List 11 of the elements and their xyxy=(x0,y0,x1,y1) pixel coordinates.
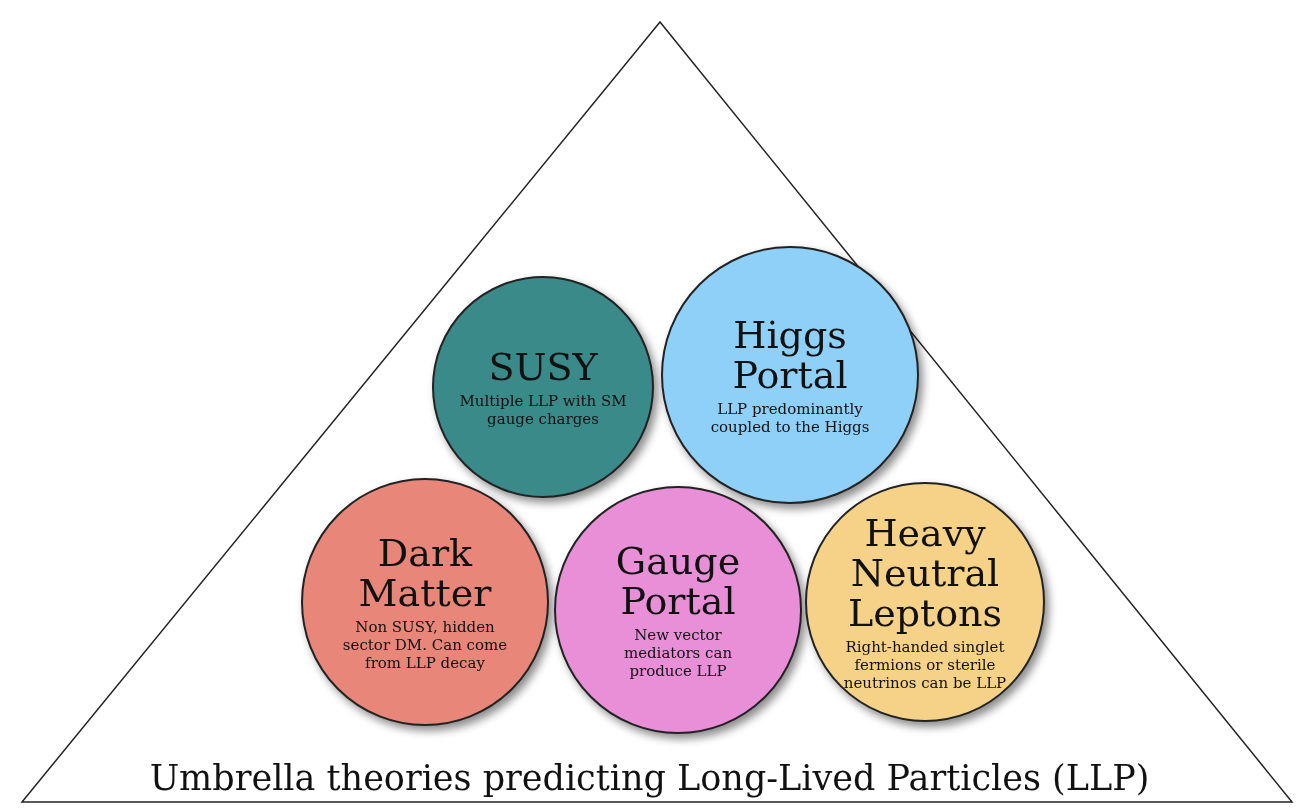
circle-description: New vector mediators can produce LLP xyxy=(622,625,734,680)
circle-title: Higgs Portal xyxy=(731,314,849,395)
circle-title: Gauge Portal xyxy=(614,540,742,621)
circle-description: Right-handed singlet fermions or sterile neutrinos can be LLP xyxy=(842,637,1008,692)
circle-title: Heavy Neutral Leptons xyxy=(846,512,1004,633)
circle-title: SUSY xyxy=(488,346,598,387)
caption-text: Umbrella theories predicting Long-Lived Particles (LLP) xyxy=(148,758,1151,798)
circle-description: Multiple LLP with SM gauge charges xyxy=(458,391,628,428)
circle-description: Non SUSY, hidden sector DM. Can come from LLP decay xyxy=(341,617,509,672)
circle-title: Dark Matter xyxy=(357,532,493,613)
circle-description: LLP predominantly coupled to the Higgs xyxy=(709,399,871,436)
